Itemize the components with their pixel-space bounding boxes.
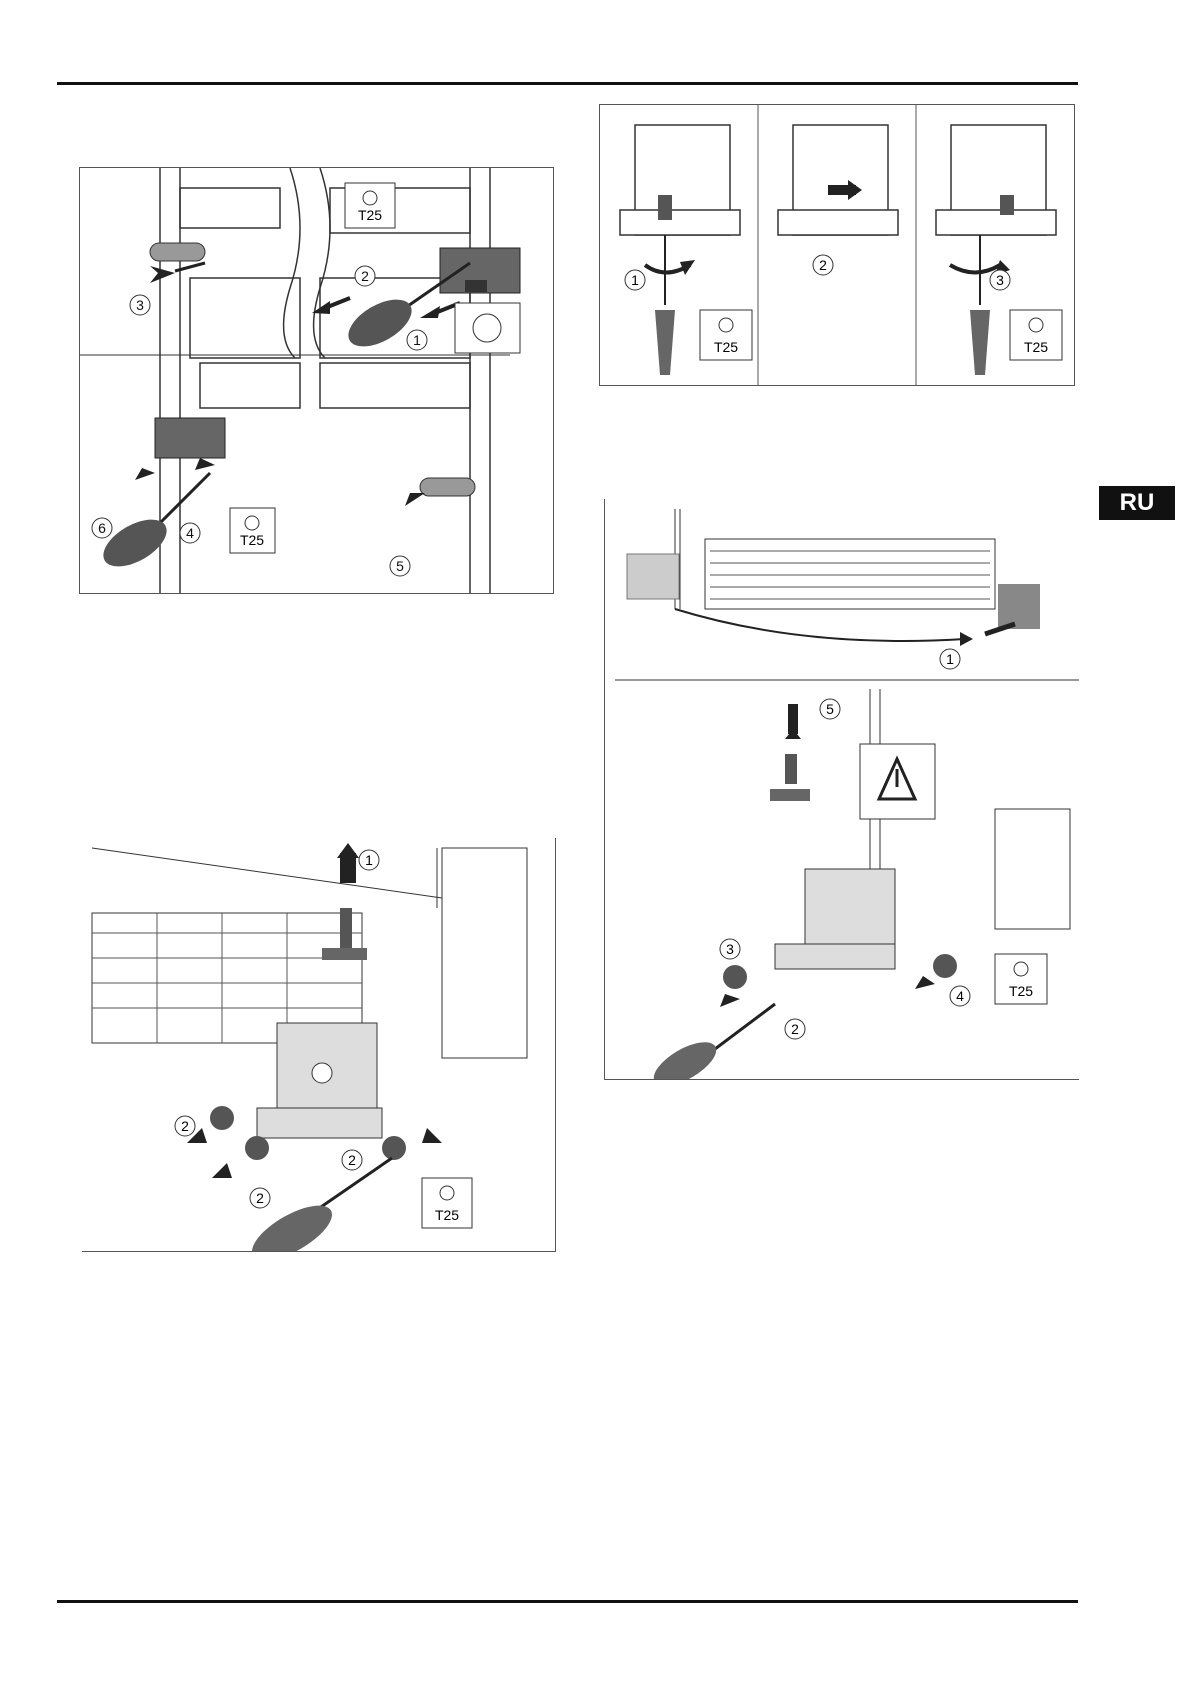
arrow-remove-cover [150, 266, 175, 283]
callout-3: 3 [136, 297, 144, 313]
tool-label-fig1b: T25 [240, 532, 264, 548]
tool-label-fig2b: T25 [1024, 339, 1048, 355]
callout-3: 3 [726, 941, 734, 957]
tool-box-t25-fig1b [229, 507, 276, 554]
callout-4: 4 [186, 525, 194, 541]
callout-6: 6 [98, 520, 106, 536]
callout-1: 1 [946, 651, 954, 667]
language-tab: RU [1099, 486, 1175, 520]
callout-1: 1 [365, 852, 373, 868]
hinge-block-new [154, 417, 226, 459]
callout-5: 5 [826, 701, 834, 717]
callout-2: 2 [791, 1021, 799, 1037]
hinge-cover-plate-new [419, 477, 476, 497]
figure-hinge-pin-rotation: T25 T25 1 2 3 [599, 104, 1075, 386]
header-rule [57, 82, 1078, 85]
callout-4: 4 [956, 988, 964, 1004]
tool-label-fig3: T25 [1009, 983, 1033, 999]
footer-rule [57, 1600, 1078, 1603]
callout-2b: 2 [256, 1190, 264, 1206]
callout-1: 1 [631, 272, 639, 288]
hinge-cover-plate [149, 242, 206, 262]
callout-3: 3 [996, 272, 1004, 288]
figure-hinge-cover-removal: T25 T25 1 2 3 4 5 6 [79, 167, 554, 594]
tool-label-fig1a: T25 [358, 207, 382, 223]
tool-label-fig4: T25 [435, 1207, 459, 1223]
screwdriver-handle [348, 299, 412, 347]
figure1-illustration: T25 T25 1 2 3 4 5 6 [80, 168, 521, 593]
figure-plinth-and-hinge-install: T25 1 5 3 2 4 [604, 499, 1079, 1080]
tool-label-fig2a: T25 [714, 339, 738, 355]
callout-2: 2 [361, 268, 369, 284]
figure-hinge-removal: T25 1 2 2 2 [82, 838, 556, 1252]
callout-5: 5 [396, 558, 404, 574]
callout-2c: 2 [348, 1152, 356, 1168]
figure3-illustration: T25 1 5 3 2 4 [615, 509, 1079, 1079]
figure4-illustration: T25 1 2 2 2 [91, 843, 528, 1251]
callout-2a: 2 [181, 1118, 189, 1134]
callout-1: 1 [413, 332, 421, 348]
callout-2: 2 [819, 257, 827, 273]
figure2-illustration: T25 T25 1 2 3 [619, 105, 1063, 385]
